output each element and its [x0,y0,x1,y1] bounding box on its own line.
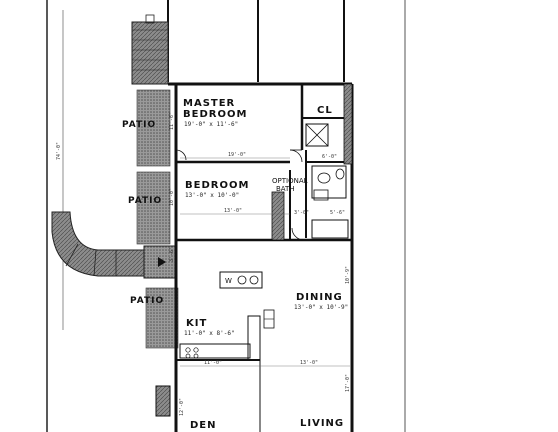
entry-dim: 3'-6" [169,247,175,262]
kitchen-counters: W [179,271,275,361]
bath-chase [271,191,285,241]
toilet-icon [335,168,345,180]
left-dimension-line: 74'-0" [56,10,64,330]
dining-dimensions: 13'-0" x 10'-9" [294,304,348,311]
living-depth-dim: 17'-0" [345,374,351,392]
den-label: DEN [190,420,217,431]
dimension-lines [180,157,350,367]
dining-label: DINING [296,292,343,303]
patio-2-area [136,171,171,245]
den-depth-dim: 12'-0" [179,398,185,416]
bathtub-icon [311,219,349,239]
fireplace [155,385,171,417]
bedroom-label: BEDROOM [185,180,249,191]
dryer-icon [237,275,247,285]
patio-3-area [145,287,179,349]
master-bedroom-label-line1: MASTER [183,98,235,109]
closet-label: CL [317,105,333,116]
master-bedroom-dimensions: 19'-0" x 11'-6" [184,121,238,128]
master-bedroom-label-line2: BEDROOM [183,109,247,120]
right-chase [343,83,353,165]
hall-dim: 3'-0" [294,210,309,216]
patio-1-area [136,89,171,167]
left-overall-dimension: 74'-0" [56,142,62,160]
entry-walkway [51,211,145,277]
dining-depth-dim: 10'-9" [345,266,351,284]
door-swings [175,149,305,241]
living-width-dim: 13'-0" [300,360,318,366]
bath-dim-a: 6'-0" [322,154,337,160]
kitchen-dimensions: 11'-0" x 8'-6" [184,330,235,337]
upper-unit-walls [167,0,345,82]
interior-walls [176,84,352,432]
burner-icon [185,347,191,353]
optional-bath-line1: OPTIONAL [272,177,308,185]
sink-icon [317,172,331,184]
page-border [46,0,406,432]
washer-label: W [225,277,232,285]
kitchen-width-dim: 11'-0" [204,360,222,366]
patio-1-label: PATIO [122,120,156,130]
bath-dim-b: 5'-6" [330,210,345,216]
washer-icon [249,275,259,285]
entry-arrow-icon [158,257,166,267]
entry-landing [143,245,177,279]
bath-fixtures [311,165,349,239]
living-label: LIVING [300,418,344,429]
bedroom-width-dim: 13'-0" [224,208,242,214]
optional-bath-line2: BATH [276,185,295,193]
bedroom-depth-dim: 10'-0" [169,188,175,206]
kitchen-label: KIT [186,318,207,329]
master-depth-dim: 11'-6" [169,112,175,130]
closet-storage [305,123,329,147]
master-width-dim: 19'-0" [228,152,246,158]
patio-2-label: PATIO [128,196,162,206]
bedroom-dimensions: 13'-0" x 10'-0" [185,192,239,199]
upper-stair [131,14,169,85]
patio-3-label: PATIO [130,296,164,306]
